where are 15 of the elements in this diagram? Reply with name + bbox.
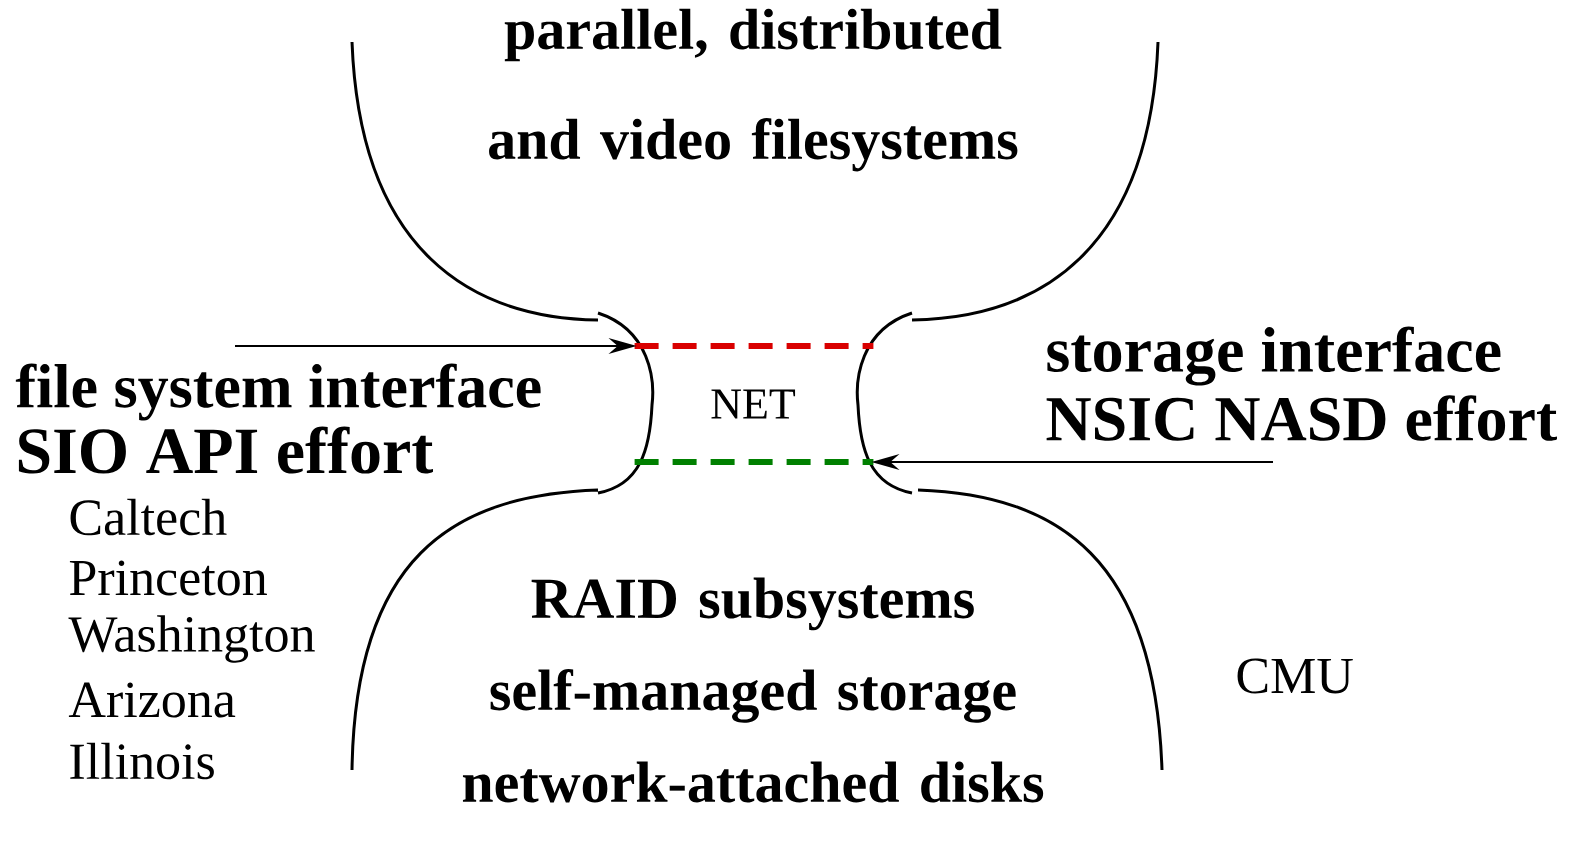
interface-heading: storage interface [1047,326,1501,386]
member-name: Illinois [70,742,214,780]
dashed-line [634,343,874,349]
network-label: NET [711,389,796,419]
member-name: Washington [68,615,315,663]
region-heading: RAID subsystems self-managed storage network-attached disks [462,577,1044,803]
interface-heading: SIO API effort [18,426,433,474]
member-name: Caltech [70,498,227,536]
member-name: CMU [1237,658,1353,694]
interface-heading: NSIC NASD effort [1046,395,1557,441]
dashed-line [634,459,874,465]
member-name: Princeton [69,560,267,596]
interface-heading: file system interface [15,363,541,421]
member-name: Arizona [68,682,236,718]
region-heading: parallel, distributed and video filesystems [489,8,1018,172]
